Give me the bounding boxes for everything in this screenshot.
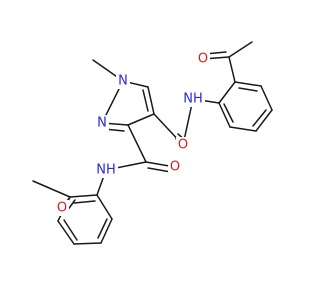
atom-o-amide-right-group: O [176, 137, 190, 153]
bond-ring-right-6 [218, 102, 231, 128]
bond-ring-left-6 [96, 194, 113, 220]
bond-ring-right-1 [218, 81, 236, 104]
atom-n2-group: N [95, 115, 109, 131]
bond-ring-right-inner-a [238, 87, 258, 92]
bond-c4-c3 [127, 113, 155, 126]
atom-nh-left-group: NH [94, 162, 118, 178]
atom-n1-label: N [118, 74, 128, 89]
atom-nh-left-label: NH [96, 163, 116, 178]
atom-o-amide-left-label: O [170, 160, 180, 175]
atom-o-acetyl-top-group: O [196, 51, 210, 67]
atom-nh-right-group: NH [181, 91, 205, 107]
atom-o-acetyl-left-group: O [55, 200, 69, 216]
bond-c3-carbonyl-left [127, 124, 147, 163]
bond-acetyl-right-methyl [228, 41, 253, 58]
bond-ring-right-3 [260, 85, 273, 111]
bond-ring-right-inner-c [223, 103, 234, 123]
bond-c5-c4 [147, 86, 155, 115]
atom-o-amide-left-group: O [168, 159, 182, 175]
bond-ring-left-inner-c [73, 200, 96, 204]
bond-ring-left-4 [73, 242, 102, 245]
bond-ring-left-1 [69, 194, 98, 198]
atom-label-layer: N N NH NH O O O O [55, 51, 210, 216]
bond-ring-right-inner-b [252, 109, 267, 127]
bond-ring-left-inner-a [63, 219, 78, 241]
atom-o-acetyl-top-label: O [198, 52, 208, 67]
bond-ring-left-inner-b [97, 218, 108, 239]
bond-acetyl-left-methyl [32, 180, 71, 198]
atom-o-acetyl-left-label: O [57, 201, 67, 216]
atom-o-amide-right-label: O [178, 138, 188, 153]
molecule-structure-diagram: N N NH NH O O O O [32, 41, 273, 245]
bond-c-o-left-inner [147, 167, 172, 173]
bond-ring-right-4 [255, 109, 273, 132]
bond-acetyl-right-c [228, 56, 236, 83]
bond-ring-left-3 [57, 220, 75, 245]
bond-ring-left-5 [100, 218, 113, 244]
atom-n1-group: N [116, 73, 130, 89]
bond-ring-right-2 [234, 81, 262, 87]
atom-nh-right-label: NH [183, 92, 203, 107]
atom-n2-label: N [97, 116, 107, 131]
bond-c5-c4-inner [142, 89, 149, 112]
bond-ring-right-5 [229, 126, 257, 132]
